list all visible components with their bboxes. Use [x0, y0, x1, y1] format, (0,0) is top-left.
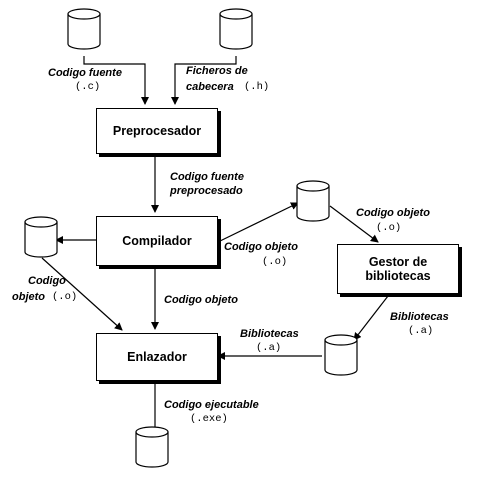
object-file-top-database-icon: [296, 180, 330, 222]
arrow-library-manager-to-library: [353, 295, 389, 341]
arrow-object-left-to-linker: [41, 257, 123, 331]
library-manager-label: Gestor de bibliotecas: [365, 255, 430, 283]
arrow-headers-to-preprocessor: [171, 56, 237, 105]
libraries-right-extension: (.a): [408, 325, 434, 337]
arrow-source-to-preprocessor: [83, 56, 149, 105]
compiler-label: Compilador: [122, 234, 192, 248]
source-file-database-icon: [67, 8, 101, 50]
executable-file-database-icon: [135, 426, 169, 468]
preprocessed-code-label-line1: Codigo fuente: [170, 171, 244, 183]
library-manager-label-line2: bibliotecas: [365, 269, 431, 283]
preprocessed-code-label-line2: preprocesado: [170, 185, 243, 197]
header-files-label-line1: Ficheros de: [186, 65, 248, 77]
library-manager-box: Gestor de bibliotecas: [337, 244, 459, 294]
object-code-top-label: Codigo objeto: [356, 207, 430, 219]
arrow-compiler-to-object-top: [217, 202, 299, 243]
libraries-center-label: Bibliotecas: [240, 328, 299, 340]
library-file-database-icon: [324, 334, 358, 376]
libraries-center-extension: (.a): [256, 342, 282, 354]
preprocessor-label: Preprocesador: [112, 124, 202, 138]
object-code-left-label-line2: objeto: [12, 291, 45, 303]
header-files-extension: (.h): [244, 81, 270, 93]
compiler-box: Compilador: [96, 216, 218, 266]
executable-code-extension: (.exe): [190, 413, 228, 425]
linker-label: Enlazador: [127, 350, 187, 364]
object-code-middle-extension: (.o): [262, 256, 288, 268]
library-manager-label-line1: Gestor de: [368, 255, 428, 269]
object-code-left-extension: (.o): [52, 291, 78, 303]
object-code-top-extension: (.o): [376, 222, 402, 234]
preprocessor-box: Preprocesador: [96, 108, 218, 154]
arrow-object-to-library-manager: [329, 205, 379, 243]
object-code-middle-label: Codigo objeto: [224, 241, 298, 253]
object-file-left-database-icon: [24, 216, 58, 258]
libraries-right-label: Bibliotecas: [390, 311, 449, 323]
executable-code-label: Codigo ejecutable: [164, 399, 259, 411]
source-code-label: Codigo fuente: [48, 67, 122, 79]
object-code-left-label-line1: Codigo: [28, 275, 66, 287]
object-code-center-label: Codigo objeto: [164, 294, 238, 306]
source-code-extension: (.c): [75, 81, 101, 93]
linker-box: Enlazador: [96, 333, 218, 381]
header-files-database-icon: [219, 8, 253, 50]
header-files-label-line2: cabecera: [186, 81, 234, 93]
